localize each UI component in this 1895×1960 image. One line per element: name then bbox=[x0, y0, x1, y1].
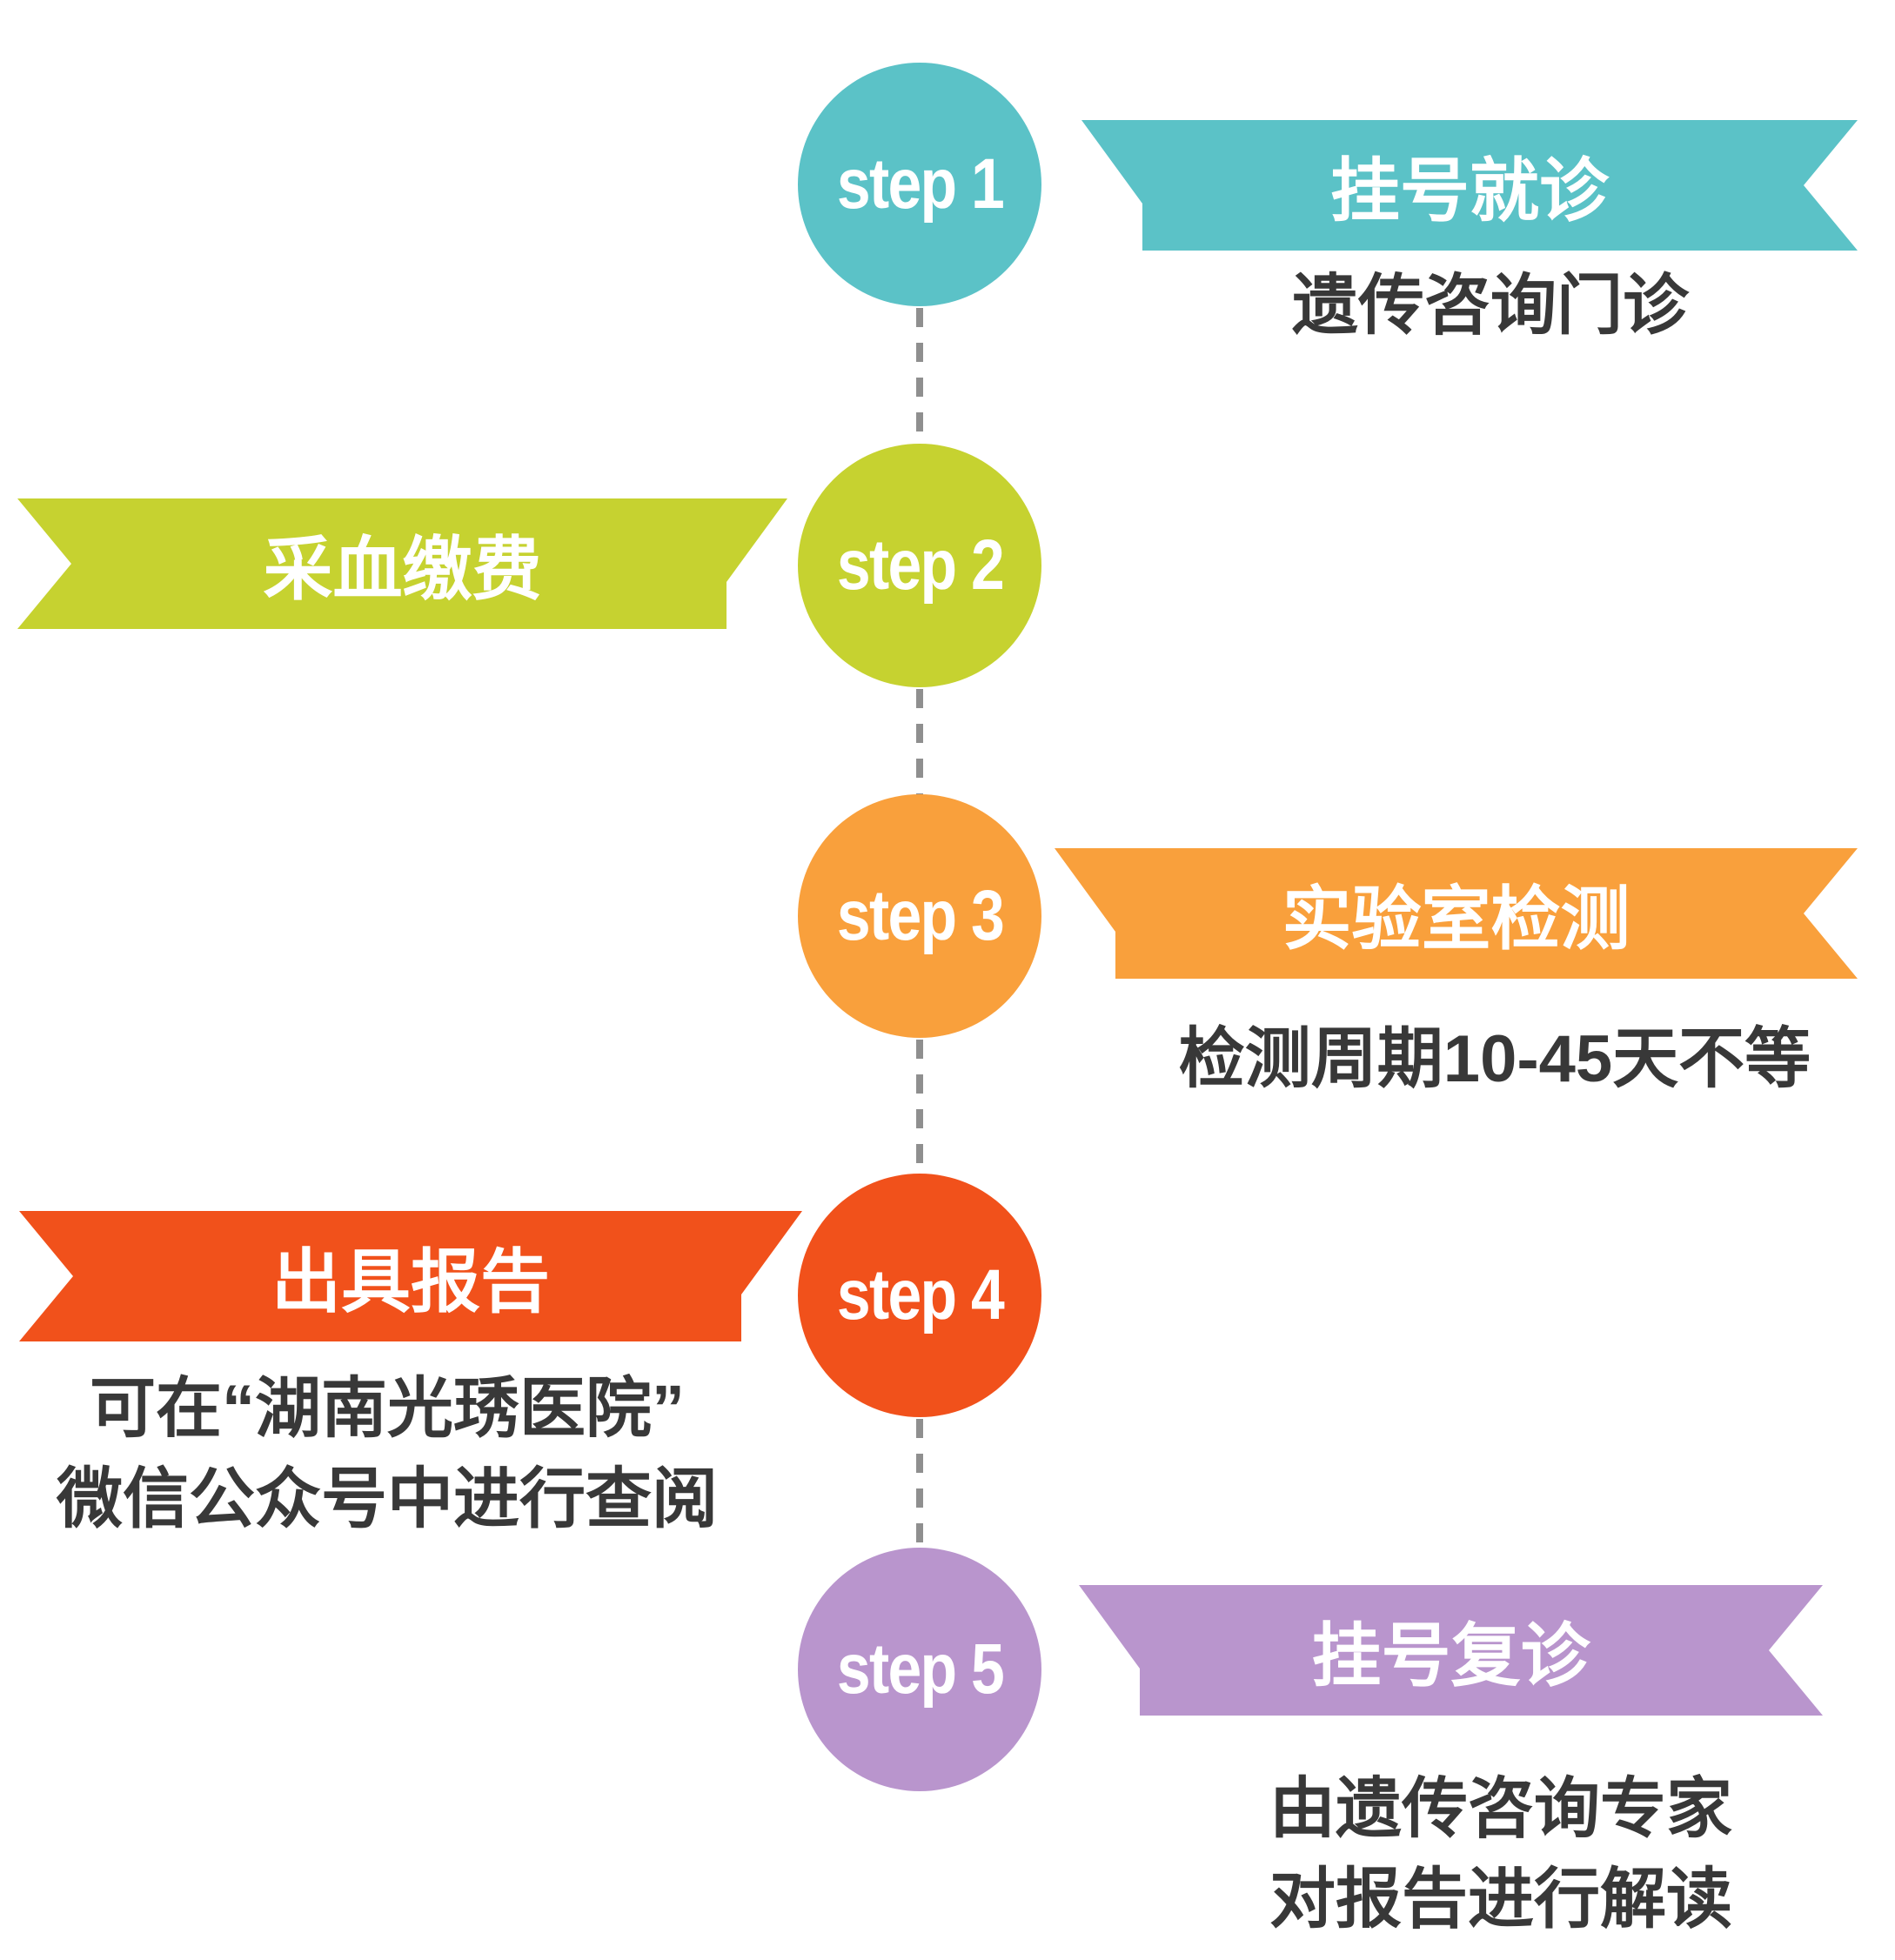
step-2-banner-title: 采血缴费 bbox=[263, 531, 542, 608]
note-line: 检测周期10-45天不等 bbox=[1178, 1022, 1811, 1096]
note-line: 可在“湖南光琇医院” bbox=[90, 1372, 685, 1446]
step-1-circle: step 1 bbox=[798, 63, 1041, 306]
dashed-connector-3 bbox=[916, 1040, 923, 1175]
step-1-label: step 1 bbox=[836, 144, 1004, 224]
step-5-banner-ribbon: 挂号复诊 bbox=[1079, 1585, 1823, 1716]
step-5-banner-title: 挂号复诊 bbox=[1311, 1617, 1590, 1695]
note-line: 对报告进行解读 bbox=[1269, 1863, 1732, 1937]
step-4-banner-ribbon: 出具报告 bbox=[19, 1211, 802, 1341]
step-4-banner-title: 出具报告 bbox=[271, 1243, 550, 1321]
step-3-banner-ribbon: 实验室检测 bbox=[1055, 848, 1858, 979]
step-5-label: step 5 bbox=[836, 1629, 1004, 1709]
step-4-note: 可在“湖南光琇医院” 微信公众号中进行查阅 bbox=[22, 1364, 753, 1545]
step-1-note: 遗传咨询门诊 bbox=[1112, 261, 1869, 351]
step-1-banner-title: 挂号就诊 bbox=[1330, 152, 1609, 230]
step-5-note: 由遗传咨询专家 对报告进行解读 bbox=[1131, 1764, 1871, 1945]
dashed-connector-4 bbox=[916, 1419, 923, 1549]
note-line: 微信公众号中进行查阅 bbox=[57, 1462, 718, 1536]
step-5-circle: step 5 bbox=[798, 1548, 1041, 1791]
dashed-connector-2 bbox=[916, 689, 923, 795]
step-3-label: step 3 bbox=[836, 876, 1004, 955]
step-2-label: step 2 bbox=[836, 525, 1004, 605]
step-2-banner-ribbon: 采血缴费 bbox=[17, 498, 787, 629]
step-1-banner-ribbon: 挂号就诊 bbox=[1081, 120, 1858, 251]
dashed-connector-1 bbox=[916, 308, 923, 445]
step-3-circle: step 3 bbox=[798, 794, 1041, 1038]
note-line: 由遗传咨询专家 bbox=[1269, 1772, 1732, 1846]
step-2-circle: step 2 bbox=[798, 444, 1041, 687]
step-4-circle: step 4 bbox=[798, 1174, 1041, 1417]
step-3-note: 检测周期10-45天不等 bbox=[1121, 1014, 1869, 1105]
step-4-label: step 4 bbox=[836, 1255, 1004, 1335]
step-3-banner-title: 实验室检测 bbox=[1282, 880, 1631, 958]
note-line: 遗传咨询门诊 bbox=[1292, 269, 1689, 343]
